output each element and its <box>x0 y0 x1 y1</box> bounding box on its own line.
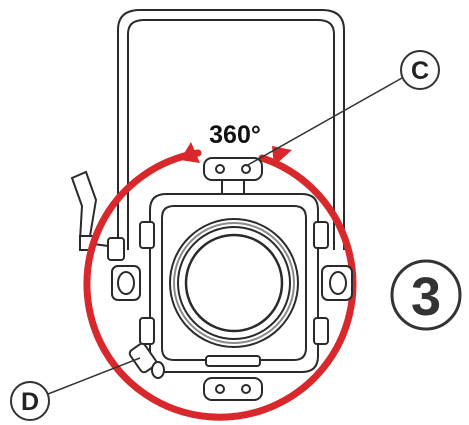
fixture-body <box>111 157 353 401</box>
callout-d-label: D <box>21 388 39 416</box>
lock-knob <box>128 342 165 379</box>
callout-d: D <box>10 357 141 421</box>
right-tilt-knob <box>321 265 353 301</box>
top-handle <box>203 157 263 203</box>
callout-c: C <box>245 50 440 167</box>
left-tilt-knob <box>111 265 141 301</box>
rotation-label: 360° <box>209 121 261 149</box>
callout-c-label: C <box>411 57 429 85</box>
step-number: 3 <box>411 267 441 327</box>
rotation-arrow <box>83 142 357 421</box>
step-badge: 3 <box>390 259 462 331</box>
clamp-handle <box>70 170 125 261</box>
yoke-bracket <box>117 9 345 250</box>
bottom-handle <box>203 377 263 401</box>
